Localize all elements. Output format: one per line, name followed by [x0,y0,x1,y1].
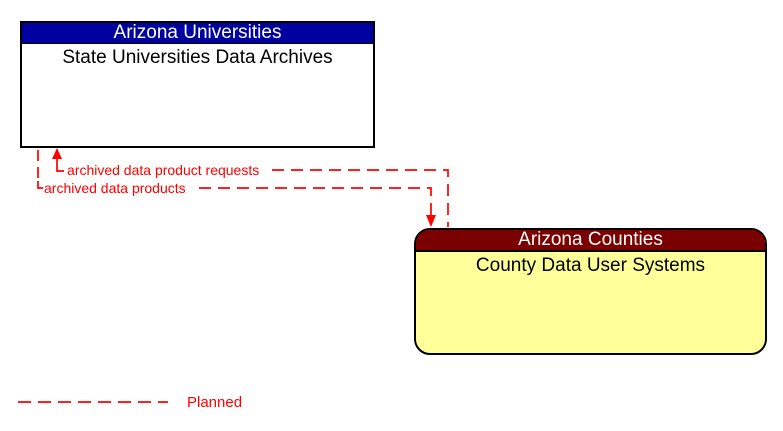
legend-label: Planned [187,394,243,411]
flow-line-products-corner [37,181,43,189]
arrowhead-down-icon [426,215,436,227]
flow-label-products: archived data products [44,180,186,196]
entity-title: Arizona Counties [416,230,765,252]
flow-line-requests-dashed [272,169,449,227]
entity-subtitle: County Data User Systems [475,255,706,276]
entity-arizona-counties[interactable]: Arizona Counties County Data User System… [414,228,767,355]
entity-arizona-universities[interactable]: Arizona Universities State Universities … [20,21,375,148]
entity-subtitle: State Universities Data Archives [62,47,333,68]
flow-line-products-dashed [199,187,432,215]
flow-label-requests: archived data product requests [67,162,260,178]
arrowhead-up-icon [52,148,62,159]
entity-title: Arizona Universities [22,23,373,44]
flow-line-requests-hook [56,153,64,172]
